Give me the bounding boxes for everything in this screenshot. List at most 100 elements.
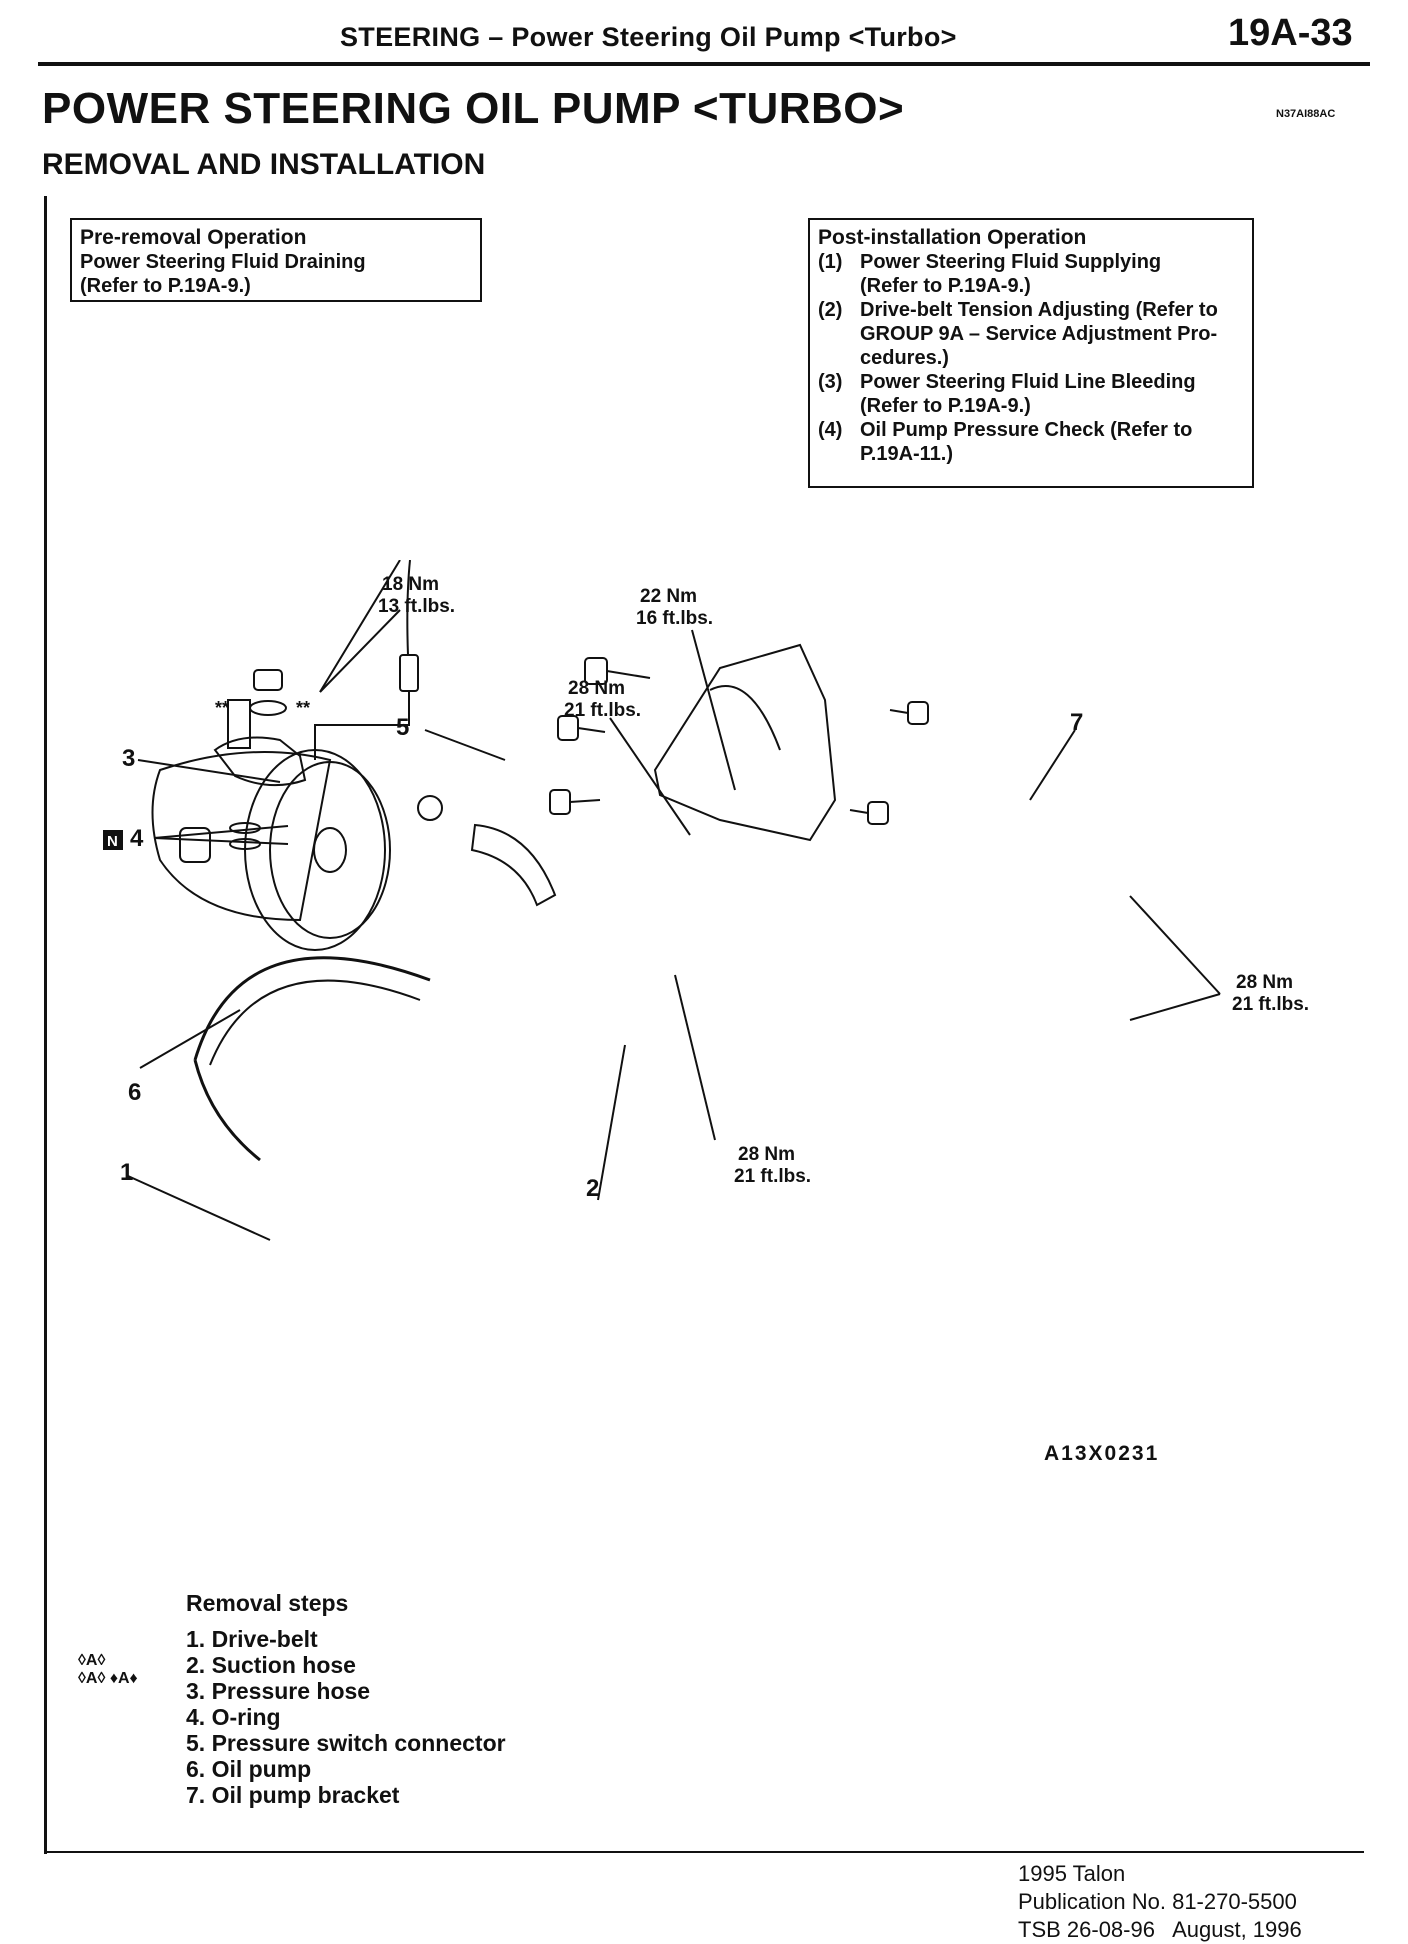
service-mark: ◊A◊ ♦A♦ [78,1670,138,1687]
leader-line [319,609,401,693]
washer-shape [249,700,287,716]
post-installation-item: (2) Drive-belt Tension Adjusting (Refer … [818,298,1244,370]
item-line: (Refer to P.19A-9.) [860,275,1031,297]
suction-hose-shape [470,823,557,907]
leader-line [691,629,736,791]
torque-label: 28 Nm [568,678,625,699]
callout-6: 6 [128,1079,141,1106]
star-marks-right: ** [296,698,310,718]
leader-line [153,825,289,839]
connector-shape [399,654,419,692]
item-text: Oil Pump Pressure Check (Refer to P.19A-… [860,418,1244,466]
item-line: cedures.) [860,347,949,369]
leader-line [674,974,716,1141]
pressure-hose-shape [213,736,307,787]
footer-publication: Publication No. 81-270-5500 [1018,1889,1297,1914]
exploded-view-diagram: 18 Nm 13 ft.lbs. 22 Nm 16 ft.lbs. 28 Nm … [103,560,1309,1241]
section-subtitle: REMOVAL AND INSTALLATION [42,148,486,181]
document-code: N37AI88AC [1276,108,1336,120]
bracket-bolt-shape [557,715,606,741]
callout-1: 1 [120,1159,133,1186]
footer-model: 1995 Talon [1018,1861,1126,1886]
leader-line [424,729,506,761]
torque-label: 28 Nm [738,1144,795,1165]
pump-port-shape [227,699,251,749]
leader-line [1129,895,1221,995]
pulley-hub-shape [313,827,347,873]
torque-label: 21 ft.lbs. [564,700,641,721]
callout-2: 2 [586,1175,599,1202]
callout-5: 5 [396,714,409,741]
n-mark-badge [103,830,123,850]
item-line: Drive-belt Tension Adjusting (Refer to [860,299,1218,321]
header-divider [38,62,1370,66]
torque-label: 16 ft.lbs. [636,608,713,629]
item-line: Power Steering Fluid Line Bleeding [860,371,1196,393]
item-line: Oil Pump Pressure Check (Refer to [860,419,1193,441]
item-text: Power Steering Fluid Line Bleeding (Refe… [860,370,1244,418]
pre-removal-box: Pre-removal Operation Power Steering Flu… [70,218,482,302]
removal-step: 1. Drive-belt [186,1626,318,1652]
removal-step: 7. Oil pump bracket [186,1782,400,1808]
callout-3: 3 [122,745,135,772]
item-text: Power Steering Fluid Supplying (Refer to… [860,250,1244,298]
item-line: Power Steering Fluid Supplying [860,251,1162,273]
leader-line [1029,729,1076,801]
bracket-bolt-shape [889,701,929,725]
left-margin-rule [44,196,47,1854]
leader-line [127,1175,271,1241]
torque-label: 21 ft.lbs. [1232,994,1309,1015]
service-mark: ◊A◊ [78,1652,106,1669]
pre-removal-heading: Pre-removal Operation [80,226,307,249]
item-text: Drive-belt Tension Adjusting (Refer to G… [860,298,1244,370]
item-line: P.19A-11.) [860,443,954,465]
torque-label: 13 ft.lbs. [378,596,455,617]
pulley-inner-shape [269,761,391,939]
removal-step: 5. Pressure switch connector [186,1730,506,1756]
drive-belt-shape [193,956,431,1061]
leader-line [597,1044,626,1201]
bracket-bolt-shape [584,657,651,685]
section-header-title: STEERING – Power Steering Oil Pump <Turb… [340,22,957,52]
post-installation-item: (1) Power Steering Fluid Supplying (Refe… [818,250,1244,298]
service-marks: ◊A◊ ◊A◊ ♦A♦ [78,1652,138,1688]
leader-line [137,759,281,783]
removal-step: 6. Oil pump [186,1756,312,1782]
figure-code: A13X0231 [1044,1442,1160,1465]
oil-pump-bracket-shape [653,643,837,842]
footer-tsb: TSB 26-08-96 August, 1996 [1018,1917,1302,1942]
leader-line [609,717,691,836]
pulley-outer-shape [244,749,386,951]
oil-pump-body-shape [151,751,332,922]
drive-belt-shape [193,1059,261,1162]
post-installation-item: (4) Oil Pump Pressure Check (Refer to P.… [818,418,1244,466]
item-number: (1) [818,251,843,273]
connector-wire-shape [406,560,411,656]
item-number: (2) [818,299,843,321]
pump-fitting-shape [179,827,211,863]
pre-removal-line: Power Steering Fluid Draining [80,251,366,273]
post-installation-item: (3) Power Steering Fluid Line Bleeding (… [818,370,1244,418]
removal-step: 3. Pressure hose [186,1678,371,1704]
post-installation-heading: Post-installation Operation [818,226,1087,249]
publication-footer: 1995 Talon Publication No. 81-270-5500 T… [1018,1860,1302,1944]
torque-label: 28 Nm [1236,972,1293,993]
removal-steps-heading: Removal steps [186,1590,349,1616]
drive-belt-shape [209,979,421,1066]
removal-step: 4. O-ring [186,1704,281,1730]
footer-divider [44,1851,1364,1853]
leader-line [1129,993,1221,1021]
n-mark-label: N [107,833,118,850]
item-line: (Refer to P.19A-9.) [860,395,1031,417]
pre-removal-line: (Refer to P.19A-9.) [80,275,251,297]
leader-line [139,1009,241,1069]
removal-step: 2. Suction hose [186,1652,356,1678]
torque-label: 21 ft.lbs. [734,1166,811,1187]
bracket-bolt-shape [849,801,889,825]
page-title: POWER STEERING OIL PUMP <TURBO> [42,84,905,133]
item-line: GROUP 9A – Service Adjustment Pro- [860,323,1218,345]
leader-line [153,837,289,845]
item-number: (3) [818,371,843,393]
page-number: 19A-33 [1228,12,1353,54]
item-number: (4) [818,419,843,441]
